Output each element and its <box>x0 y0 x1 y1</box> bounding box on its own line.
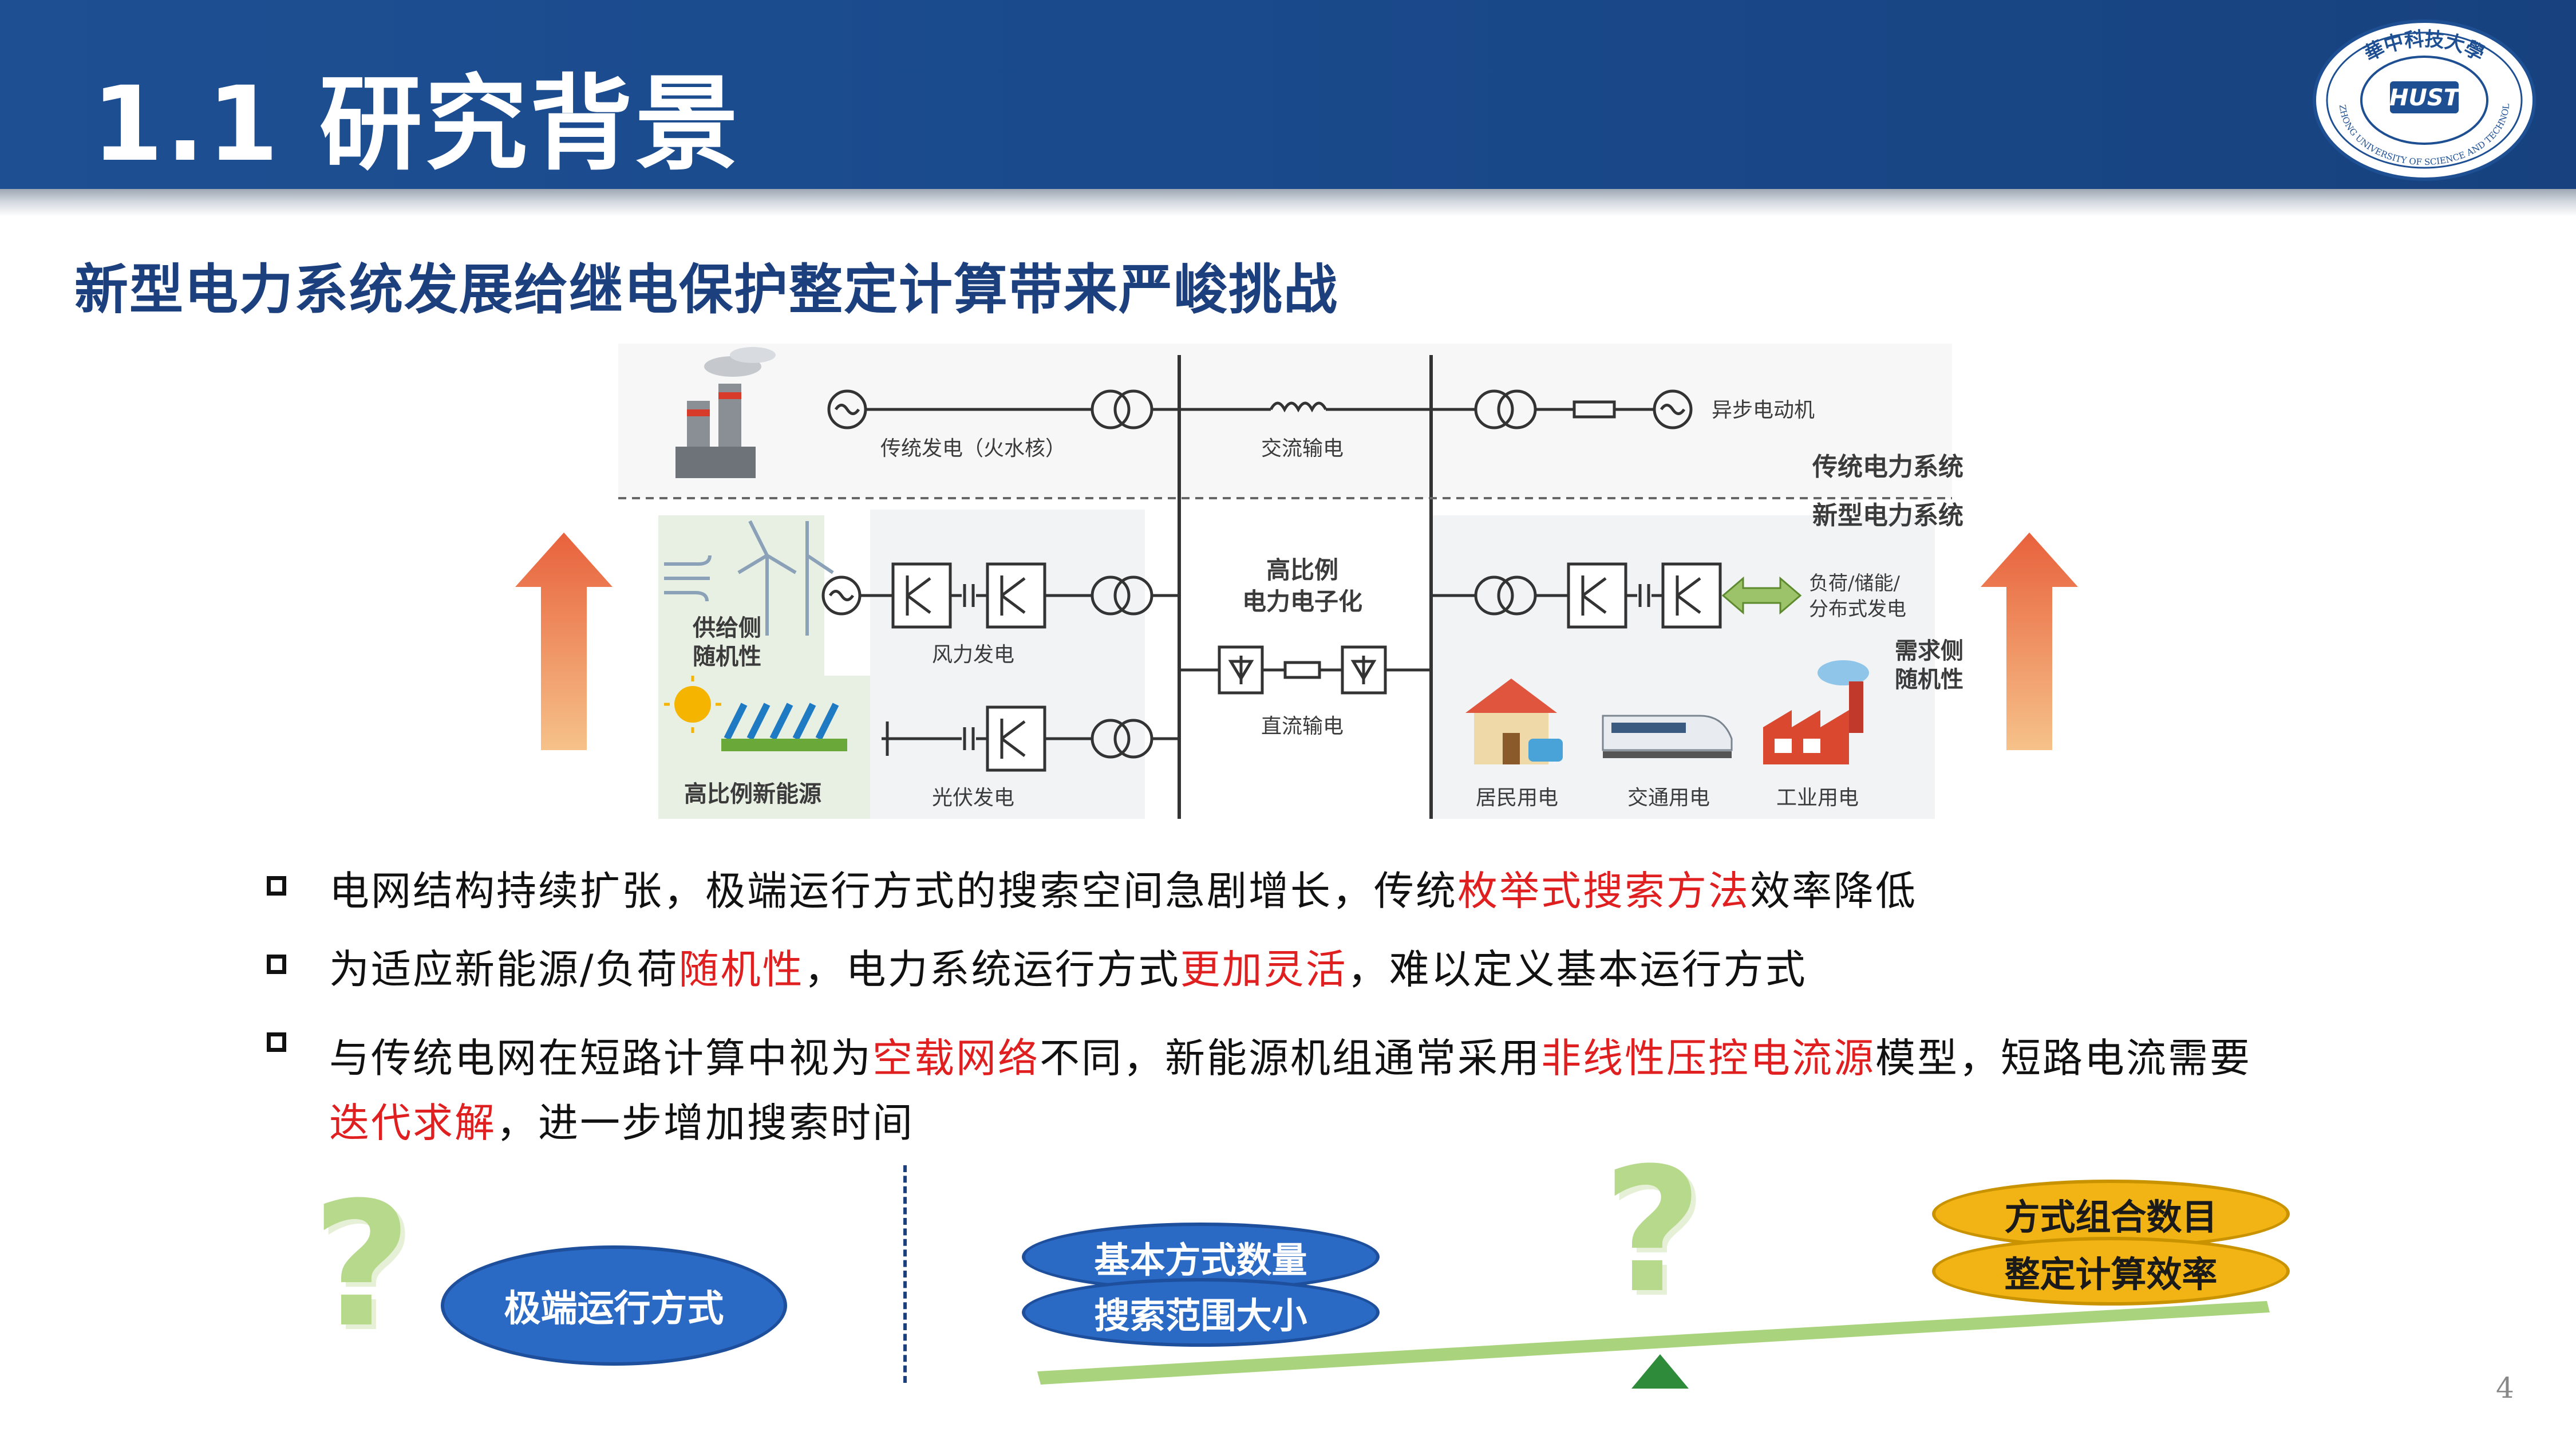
search-range-ellipse: 搜索范围大小 <box>1022 1278 1380 1347</box>
high-renewables-label: 高比例新能源 <box>684 780 821 807</box>
demand-random-label-2: 随机性 <box>1895 666 1963 693</box>
factory-icon <box>1763 660 1869 764</box>
load-label-2: 分布式发电 <box>1809 598 1906 621</box>
wind-turbine-icon <box>664 520 834 636</box>
wind-power-label: 风力发电 <box>932 643 1014 667</box>
train-icon <box>1602 715 1733 758</box>
header-bar <box>0 0 2576 189</box>
left-up-arrow-icon <box>515 533 613 750</box>
residential-label: 居民用电 <box>1476 786 1558 810</box>
left-question-mark-icon: ? <box>312 1165 412 1365</box>
traffic-label: 交通用电 <box>1627 786 1710 810</box>
demand-random-label-1: 需求侧 <box>1895 637 1963 664</box>
extreme-mode-ellipse: 极端运行方式 <box>441 1245 787 1366</box>
wind-line <box>821 562 1179 629</box>
dc-transmission-label: 直流输电 <box>1261 715 1344 738</box>
bullet-marker <box>267 955 286 974</box>
bullet-1: 电网结构持续扩张，极端运行方式的搜索空间急剧增长，传统枚举式搜索方法效率降低 <box>329 868 1917 914</box>
university-seal-icon: 華中科技大學 HUAZHONG UNIVERSITY OF SCIENCE AN… <box>2306 9 2539 183</box>
ac-transmission-label: 交流输电 <box>1261 437 1344 460</box>
traditional-line <box>827 389 1693 429</box>
house-icon <box>1465 679 1563 764</box>
bullet-marker <box>267 1032 286 1052</box>
supply-random-label-2: 随机性 <box>693 643 761 670</box>
supply-random-label-1: 供给侧 <box>693 614 761 641</box>
seesaw-icon <box>1037 1301 2270 1389</box>
industrial-label: 工业用电 <box>1776 786 1859 810</box>
dc-line <box>1179 645 1431 695</box>
seal-center-text: HUST <box>2389 85 2461 111</box>
async-motor-label: 异步电动机 <box>1712 399 1815 422</box>
power-plant-icon <box>675 347 776 478</box>
pv-power-label: 光伏发电 <box>932 786 1014 810</box>
power-system-diagram: 传统发电（火水核） 交流输电 异步电动机 传统电力系统 新型电力系统 <box>618 338 2061 830</box>
bullet-marker <box>267 876 286 896</box>
page-number: 4 <box>2496 1371 2514 1405</box>
basic-count-ellipse: 基本方式数量 <box>1022 1223 1380 1291</box>
high-pe-label-2: 电力电子化 <box>1242 588 1362 616</box>
center-question-mark-icon: ? <box>1603 1131 1703 1331</box>
load-label-1: 负荷/储能/ <box>1809 572 1900 595</box>
traditional-gen-label: 传统发电（火水核） <box>880 437 1066 460</box>
new-system-label: 新型电力系统 <box>1812 501 1963 530</box>
bullet-3: 与传统电网在短路计算中视为空载网络不同，新能源机组通常采用非线性压控电流源模型，… <box>329 1035 2251 1082</box>
section-divider <box>903 1165 907 1383</box>
section-subtitle: 新型电力系统发展给继电保护整定计算带来严峻挑战 <box>74 259 1339 321</box>
header-divider <box>0 189 2576 216</box>
pv-line <box>882 705 1179 772</box>
bullet-3-continued: 迭代求解，进一步增加搜索时间 <box>329 1099 914 1146</box>
slide-title: 1.1 研究背景 <box>92 65 741 184</box>
right-up-arrow-icon <box>1981 533 2078 750</box>
bullet-2: 为适应新能源/负荷随机性，电力系统运行方式更加灵活，难以定义基本运行方式 <box>329 946 1807 993</box>
solar-panel-icon <box>664 676 847 751</box>
load-line <box>1431 562 1722 629</box>
high-pe-label-1: 高比例 <box>1266 556 1338 584</box>
bidirectional-arrow-icon <box>1721 576 1802 615</box>
calc-efficiency-ellipse: 整定计算效率 <box>1932 1237 2290 1306</box>
traditional-panel <box>618 344 1952 498</box>
traditional-system-label: 传统电力系统 <box>1812 452 1963 482</box>
